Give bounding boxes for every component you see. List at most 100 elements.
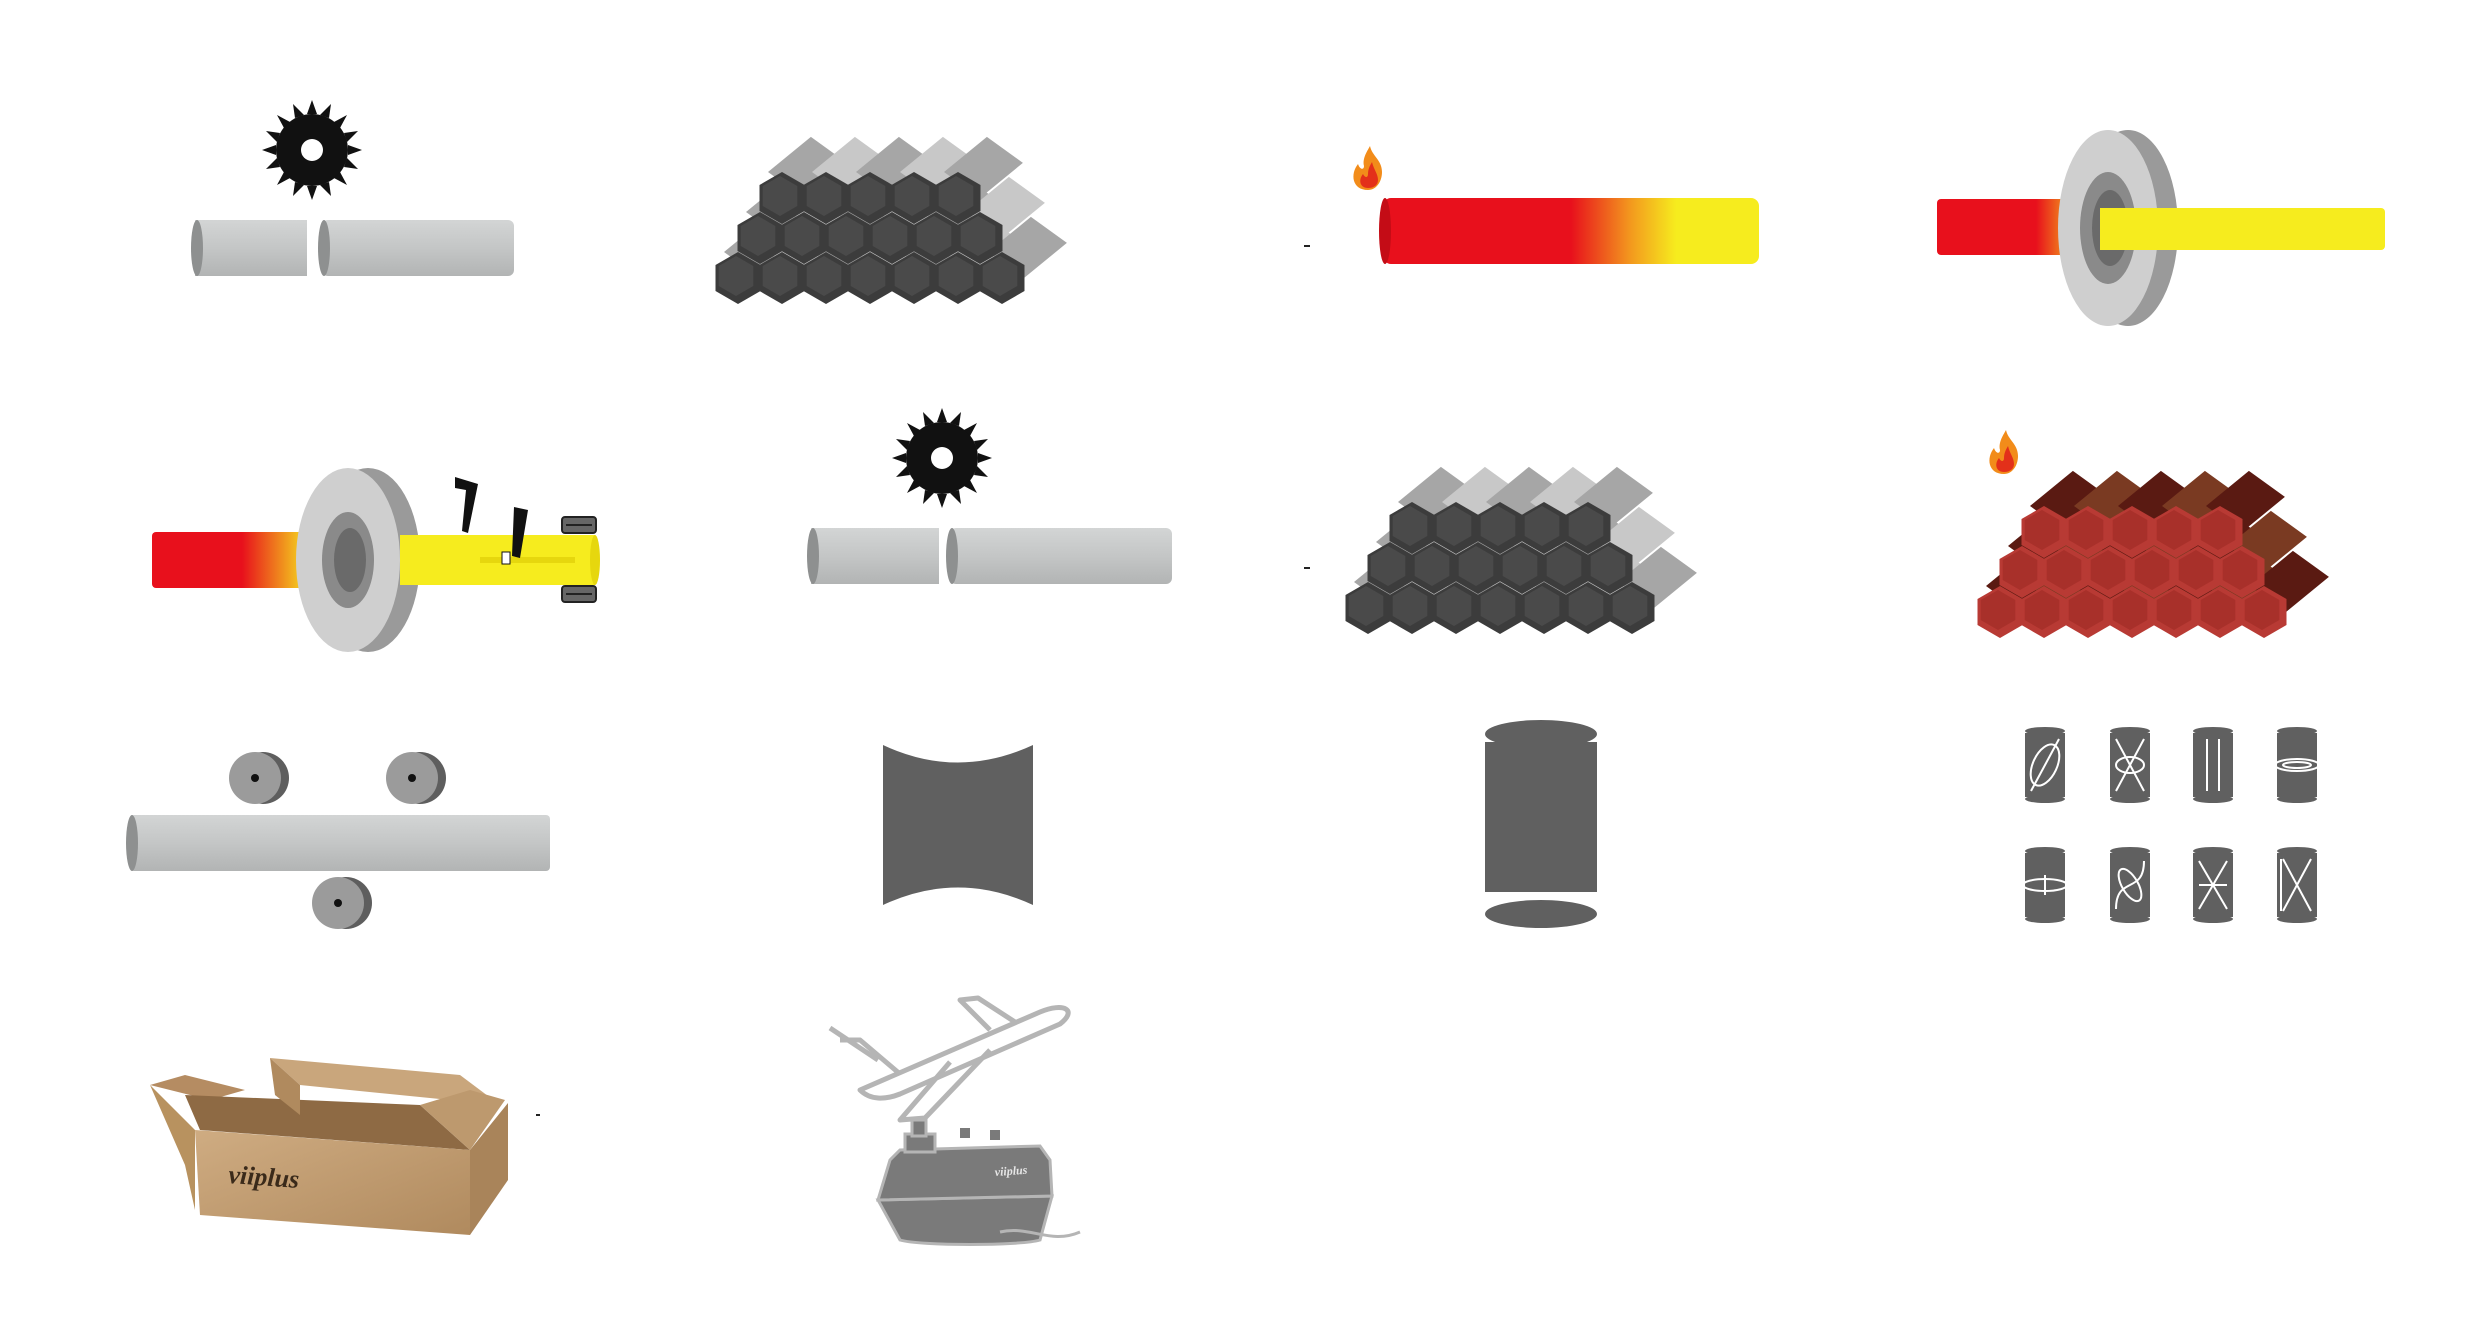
bar-stack-bar-end-inner	[894, 256, 930, 296]
tube-variant-icon	[2110, 847, 2150, 923]
mark	[536, 1114, 540, 1116]
bar-stack-bar-end-inner	[916, 216, 952, 256]
bar-stack-bar-end-inner	[982, 256, 1018, 296]
tube-left	[807, 528, 939, 584]
tube-stack-bar-end-inner	[1458, 546, 1494, 586]
step-tube-cutting	[807, 408, 1172, 584]
heated-stack-bar-end-inner	[2068, 590, 2104, 630]
pierced-tube	[2115, 208, 2385, 250]
cylinder-icon	[1485, 720, 1597, 928]
heated-stack-bar-end-inner	[2046, 550, 2082, 590]
piercing-ring-icon	[296, 468, 420, 652]
tube-variant-icon	[2277, 847, 2317, 923]
step-piercing	[1937, 130, 2385, 326]
mark	[1304, 245, 1310, 247]
tube-stack-bar-end-inner	[1612, 586, 1648, 626]
heated-stack-bar-end-inner	[2090, 550, 2126, 590]
heated-stack-bar-end-inner	[2112, 510, 2148, 550]
ship-brand-label: viiplus	[994, 1163, 1028, 1179]
step-heat-treatment	[1977, 430, 2329, 638]
tube-stack-bar-end-inner	[1502, 546, 1538, 586]
tube-stack-bar-end-inner	[1436, 586, 1472, 626]
roller-icon	[312, 877, 372, 929]
heated-stack-bar-end-inner	[2156, 590, 2192, 630]
bar-stack-bar-end-inner	[806, 176, 842, 216]
step-heating	[1304, 146, 1759, 264]
tube-variant-icon	[2025, 727, 2065, 803]
straightened-bar	[126, 815, 550, 871]
heated-stack-bar-end-inner	[2200, 590, 2236, 630]
step-packaging: viiplus	[150, 1058, 540, 1235]
box-brand-label: viiplus	[228, 1160, 301, 1194]
heated-stack-bar-end-inner	[2200, 510, 2236, 550]
heated-stack-bar-end-inner	[2244, 590, 2280, 630]
tube-stack-bar-end-inner	[1370, 546, 1406, 586]
tube-stack-bar-end-inner	[1524, 586, 1560, 626]
step-saw-cutting	[191, 100, 514, 276]
hot-bar	[1379, 198, 1759, 264]
saw-blade-icon	[262, 100, 362, 200]
tube-stack-bar-end-inner	[1590, 546, 1626, 586]
roller-icon	[229, 752, 289, 804]
tube-stack-bar-end-inner	[1568, 586, 1604, 626]
bar-stack-bar-end-inner	[762, 176, 798, 216]
heated-stack-bar-end-inner	[1980, 590, 2016, 630]
tube-stack-bar-end-inner	[1480, 586, 1516, 626]
bar-stack-bar-end-inner	[784, 216, 820, 256]
bar-stack-bar-end-inner	[938, 256, 974, 296]
step-rolling-with-mandrel	[152, 468, 600, 652]
concave-tube-icon	[883, 745, 1033, 905]
mark	[1304, 567, 1310, 569]
bar-stack-bar-end-inner	[828, 216, 864, 256]
heated-stack-bar-end-inner	[2024, 590, 2060, 630]
tube-stack-bar-end-inner	[1568, 506, 1604, 546]
step-shipping: viiplus	[828, 995, 1081, 1246]
tube-variant-icon	[2193, 847, 2233, 923]
heated-stack-bar-end-inner	[2134, 550, 2170, 590]
bar-stack-bar-end-inner	[740, 216, 776, 256]
tube-stack-bar-end-inner	[1348, 586, 1384, 626]
step-bar-stack	[715, 136, 1067, 304]
tube-stack-bar-end-inner	[1546, 546, 1582, 586]
steel-bar-right	[318, 220, 514, 276]
bar-stack-bar-end-inner	[960, 216, 996, 256]
bar-stack-bar-end-inner	[938, 176, 974, 216]
heated-stack-bar-end-inner	[2156, 510, 2192, 550]
heated-stack-bar-end-inner	[2112, 590, 2148, 630]
bar-stack-bar-end-inner	[850, 256, 886, 296]
step-tube-stack	[1345, 466, 1697, 634]
tube-variant-icon	[2110, 727, 2150, 803]
cardboard-box-icon: viiplus	[150, 1058, 508, 1235]
roller-icon	[386, 752, 446, 804]
bar-stack-bar-end-inner	[806, 256, 842, 296]
bar-stack-bar-end-inner	[850, 176, 886, 216]
ship-icon: viiplus	[875, 1118, 1081, 1246]
bar-stack-bar-end-inner	[718, 256, 754, 296]
heated-stack-bar-end-inner	[2024, 510, 2060, 550]
heated-stack-bar-end-inner	[2178, 550, 2214, 590]
heated-stack-bar-end-inner	[2068, 510, 2104, 550]
flame-icon	[1353, 146, 1382, 190]
tube-stack-bar-end-inner	[1436, 506, 1472, 546]
tube-right	[946, 528, 1172, 584]
flame-icon	[1989, 430, 2018, 474]
step-end-finishing	[1485, 720, 1597, 928]
tube-stack-bar-end-inner	[1392, 506, 1428, 546]
bar-stack-bar-end-inner	[872, 216, 908, 256]
probe-icon	[455, 477, 528, 565]
tube-stack-bar-end-inner	[1414, 546, 1450, 586]
bar-stack-bar-end-inner	[762, 256, 798, 296]
step-straightening	[126, 752, 550, 929]
tube-stack-bar-end-inner	[1524, 506, 1560, 546]
tube-variant-icon	[2193, 727, 2233, 803]
steel-bar-left	[191, 220, 307, 276]
step-end-shaping	[883, 745, 1033, 905]
saw-blade-icon	[892, 408, 992, 508]
tube-variant-icon	[2274, 727, 2320, 803]
airplane-icon	[828, 995, 1071, 1123]
heated-stack-bar-end-inner	[2222, 550, 2258, 590]
tube-stack-bar-end-inner	[1480, 506, 1516, 546]
bar-stack-bar-end-inner	[894, 176, 930, 216]
tube-stack-bar-end-inner	[1392, 586, 1428, 626]
